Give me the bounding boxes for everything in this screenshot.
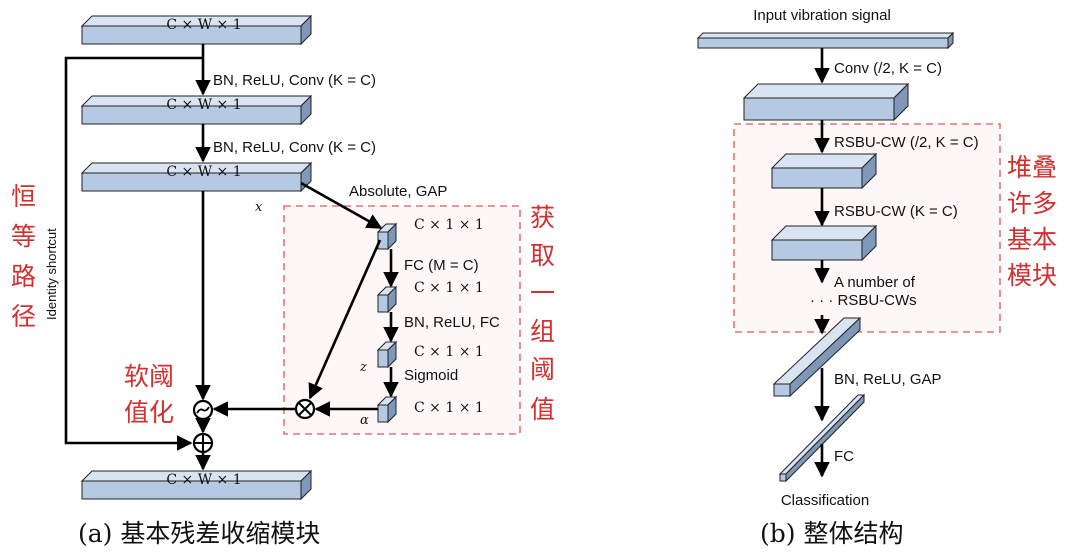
dim-label: C × W × 1 bbox=[166, 472, 241, 488]
feature-map-x: C × W × 1 bbox=[80, 161, 313, 193]
sigmoid-label: Sigmoid bbox=[404, 367, 458, 384]
last-rsbu-block bbox=[772, 316, 862, 398]
identity-path-red-label: 恒 等 路 径 bbox=[11, 182, 36, 331]
vector-block-alpha bbox=[376, 395, 398, 424]
conv2-label: BN, ReLU, Conv (K = C) bbox=[213, 139, 376, 156]
add-icon bbox=[192, 432, 214, 454]
arrow-gap-to-mult bbox=[308, 239, 382, 400]
dim-label: C × W × 1 bbox=[166, 17, 241, 33]
vector-block-gap bbox=[376, 222, 398, 251]
soft-threshold-icon bbox=[192, 399, 214, 421]
stack-modules-red-label: 堆叠 许多 基本 模块 bbox=[1007, 153, 1057, 290]
var-alpha-label: α bbox=[360, 413, 369, 428]
svg-text:恒: 恒 bbox=[11, 182, 36, 211]
svg-text:路: 路 bbox=[11, 262, 36, 291]
svg-text:基本: 基本 bbox=[1007, 225, 1057, 254]
svg-text:取: 取 bbox=[530, 241, 555, 270]
caption-a: (a) 基本残差收缩模块 bbox=[78, 519, 320, 548]
bngap-label: BN, ReLU, GAP bbox=[834, 371, 942, 388]
svg-text:值化: 值化 bbox=[124, 398, 174, 427]
rsbu2-label: RSBU-CW (K = C) bbox=[834, 203, 958, 220]
conv1-label: BN, ReLU, Conv (K = C) bbox=[213, 72, 376, 89]
svg-text:值: 值 bbox=[530, 395, 555, 424]
vector-block-fc bbox=[376, 285, 398, 314]
dim-label: C × W × 1 bbox=[166, 97, 241, 113]
bnfc-label: BN, ReLU, FC bbox=[404, 314, 500, 331]
identity-shortcut-arrow bbox=[64, 56, 203, 451]
dim-label: C × W × 1 bbox=[166, 164, 241, 180]
z-dim-label: C × 1 × 1 bbox=[414, 344, 484, 360]
svg-text:组: 组 bbox=[530, 317, 555, 346]
threshold-region-box bbox=[283, 205, 521, 435]
fc2-dim-label: C × 1 × 1 bbox=[414, 280, 484, 296]
vector-block-z bbox=[376, 340, 398, 369]
get-thresholds-red-label: 获 取 一 组 阈 值 bbox=[530, 203, 555, 424]
input-label: Input vibration signal bbox=[753, 7, 891, 24]
svg-text:径: 径 bbox=[11, 302, 36, 331]
identity-shortcut-label: Identity shortcut bbox=[44, 228, 59, 320]
gap-vector-block bbox=[778, 393, 866, 483]
rsbu2-block bbox=[770, 224, 878, 262]
multiply-icon bbox=[294, 398, 316, 420]
caption-b: (b) 整体结构 bbox=[760, 519, 903, 548]
fc1-dim-label: C × 1 × 1 bbox=[414, 217, 484, 233]
arrow-absolute-gap bbox=[300, 181, 383, 230]
more-label-2: · · · RSBU-CWs bbox=[810, 292, 917, 309]
var-z-label: z bbox=[359, 360, 367, 375]
absgap-label: Absolute, GAP bbox=[349, 183, 447, 200]
svg-text:软阈: 软阈 bbox=[124, 362, 174, 391]
svg-text:阈: 阈 bbox=[530, 355, 555, 384]
classification-label: Classification bbox=[781, 492, 869, 509]
soft-threshold-red-label: 软阈 值化 bbox=[124, 362, 174, 427]
conv-feature-block bbox=[742, 82, 910, 122]
alpha-dim-label: C × 1 × 1 bbox=[414, 400, 484, 416]
input-signal-block bbox=[696, 31, 955, 50]
conv-label: Conv (/2, K = C) bbox=[834, 60, 942, 77]
more-label-1: A number of bbox=[834, 274, 916, 291]
feature-map-mid: C × W × 1 bbox=[80, 94, 313, 126]
rsbu1-label: RSBU-CW (/2, K = C) bbox=[834, 134, 979, 151]
feature-map-output: C × W × 1 bbox=[80, 469, 313, 501]
svg-text:等: 等 bbox=[11, 222, 36, 251]
rsbu1-block bbox=[770, 152, 878, 190]
svg-text:许多: 许多 bbox=[1007, 189, 1057, 218]
var-x-label: x bbox=[255, 200, 263, 215]
fc-label: FC bbox=[834, 448, 854, 465]
svg-text:模块: 模块 bbox=[1007, 261, 1057, 290]
svg-text:一: 一 bbox=[530, 279, 555, 308]
svg-text:获: 获 bbox=[530, 203, 555, 232]
svg-text:堆叠: 堆叠 bbox=[1007, 153, 1057, 182]
feature-map-top: C × W × 1 bbox=[80, 14, 313, 46]
fc1-label: FC (M = C) bbox=[404, 257, 479, 274]
